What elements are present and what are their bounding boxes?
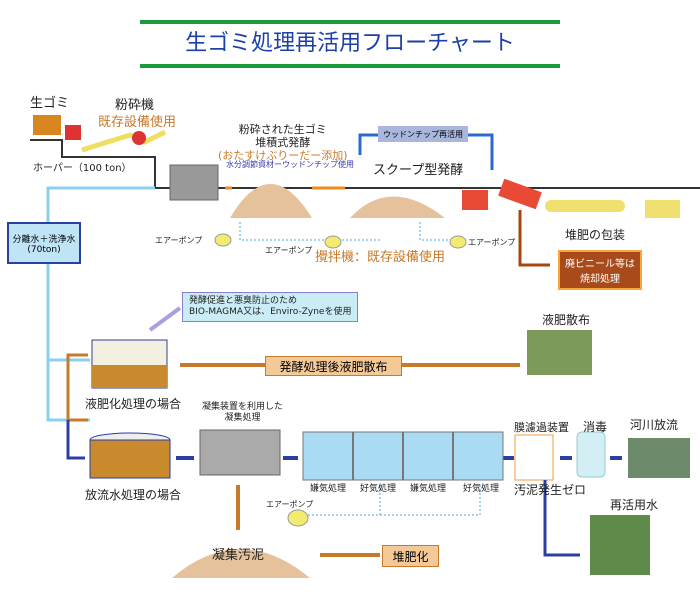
air-pump-label-4: エアーポンプ [266,500,314,509]
pile-label: 粉砕された生ゴミ堆積式発酵(おたすけぶりーだー添加) [218,123,348,163]
disinfect-label: 消毒 [583,420,608,434]
packaging-label: 堆肥の包装 [565,228,626,242]
reuse-water-label: 再活用水 [610,498,659,512]
separated-water-box: 分離水＋洗浄水(70ton) [7,222,81,264]
liquid-spray-label: 液肥散布 [542,313,591,327]
agitator-label: 攪拌機：既存設備使用 [315,250,446,265]
packaging-conveyor [545,200,625,212]
crusher-icon [132,131,146,145]
air-pump-label-2: エアーポンプ [265,246,313,255]
compost-pile-1 [230,184,312,218]
conveyor-icon [81,129,167,153]
reuse-photo [590,515,650,575]
raw-garbage-label: 生ゴミ [30,96,70,111]
incinerate-box: 廃ビニール等は焼却処理 [558,250,642,290]
compost-pile-2 [350,196,445,218]
waste-arrow [518,210,550,267]
zero-sludge-label: 汚泥発生ゼロ [514,483,587,497]
air-pipe [239,222,460,241]
compost-label: 堆肥化 [382,545,439,567]
woodchip-reuse-label: ウッドンチップ再活用 [378,126,468,142]
membrane-label: 膜濾過装置 [514,421,569,434]
page-title: 生ゴミ処理再活用フローチャート [140,20,560,68]
sludge-pile [172,549,310,578]
ground-line [30,139,700,189]
sieve-icon [498,178,542,210]
river-label: 河川放流 [630,418,679,432]
air-pump-label-1: エアーポンプ [155,236,203,245]
scoop-label: スクープ型発酵 [373,163,464,178]
coagulation-machine-icon [199,429,281,476]
hopper-icon [65,125,81,140]
moisture-label: 水分調節資材ーウッドンチップ使用 [226,160,354,169]
crusher-label: 粉砕機 [115,98,155,113]
sludge-label: 凝集汚泥 [212,548,265,563]
liquid-process-label: 発酵処理後液肥散布 [265,356,402,376]
discharge-case-label: 放流水処理の場合 [85,488,182,502]
delivery-truck-icon [645,200,680,218]
hopper-label: ホーパー（100 ton） [33,163,132,174]
liquid-case-label: 液肥化処理の場合 [85,397,182,411]
air-pump-label-3: エアーポンプ [468,238,516,247]
drum-machine-icon [169,164,219,201]
coagulation-label: 凝集装置を利用した凝集処理 [202,402,284,423]
river-photo [628,438,690,478]
garbage-truck-icon [33,115,61,135]
membrane-icon [514,434,554,481]
crusher-note: 既存設備使用 [98,115,177,130]
hopper2-icon [462,190,488,210]
field-photo [527,330,592,375]
